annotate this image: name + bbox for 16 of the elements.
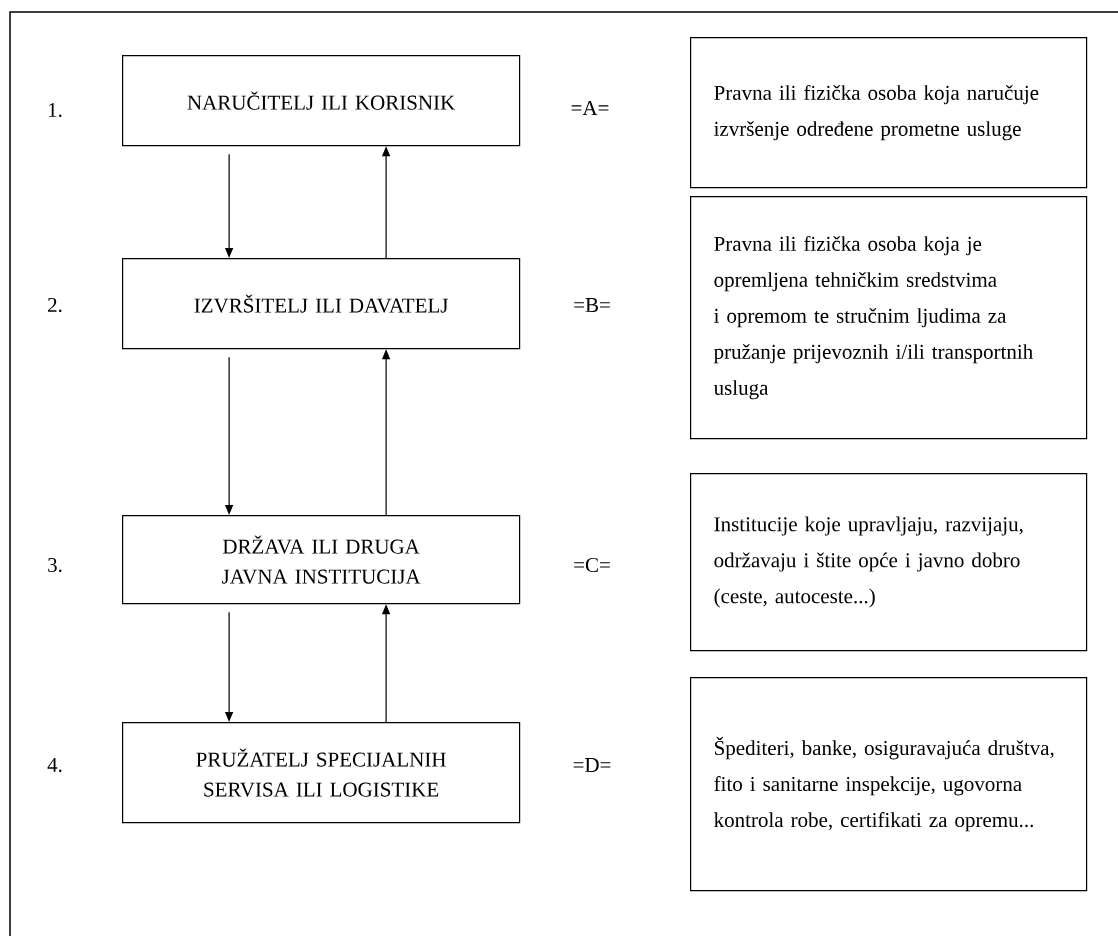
letter-label: =C= <box>574 557 610 573</box>
actor-box: IZVRŠITELJ ILI DAVATELJ <box>122 258 521 350</box>
letter-label: =B= <box>574 298 610 312</box>
description-box: Pravna ili fizička osoba koja naručuje izvršenje određene prometne usluge <box>690 37 1088 189</box>
row-number: 3. <box>48 557 62 573</box>
letter-label: =D= <box>573 758 611 772</box>
letter-label: =A= <box>571 101 609 115</box>
actor-box: NARUČITELJ ILI KORISNIK <box>122 55 521 147</box>
actor-box: DRŽAVA ILI DRUGA JAVNA INSTITUCIJA <box>122 515 521 605</box>
description-box: Institucije koje upravljaju, razvijaju, održavaju i štite opće i javno dobro (ceste, autoceste...) <box>690 473 1088 652</box>
description-box: Špediteri, banke, osiguravajuća društva, fito i sanitarne inspekcije, ugovorna kontrola robe, certifikati za opremu... <box>690 677 1088 892</box>
row-number: 4. <box>47 757 62 773</box>
row-number: 2. <box>48 297 62 313</box>
description-box: Pravna ili fizička osoba koja je opremljena tehničkim sredstvima i opremom te stručnim ljudima za pružanje prijevoznih i/ili transportnih usluga <box>690 196 1088 440</box>
actor-box: PRUŽATELJ SPECIJALNIH SERVISA ILI LOGISTIKE <box>122 722 521 824</box>
row-number: 1. <box>49 102 62 118</box>
